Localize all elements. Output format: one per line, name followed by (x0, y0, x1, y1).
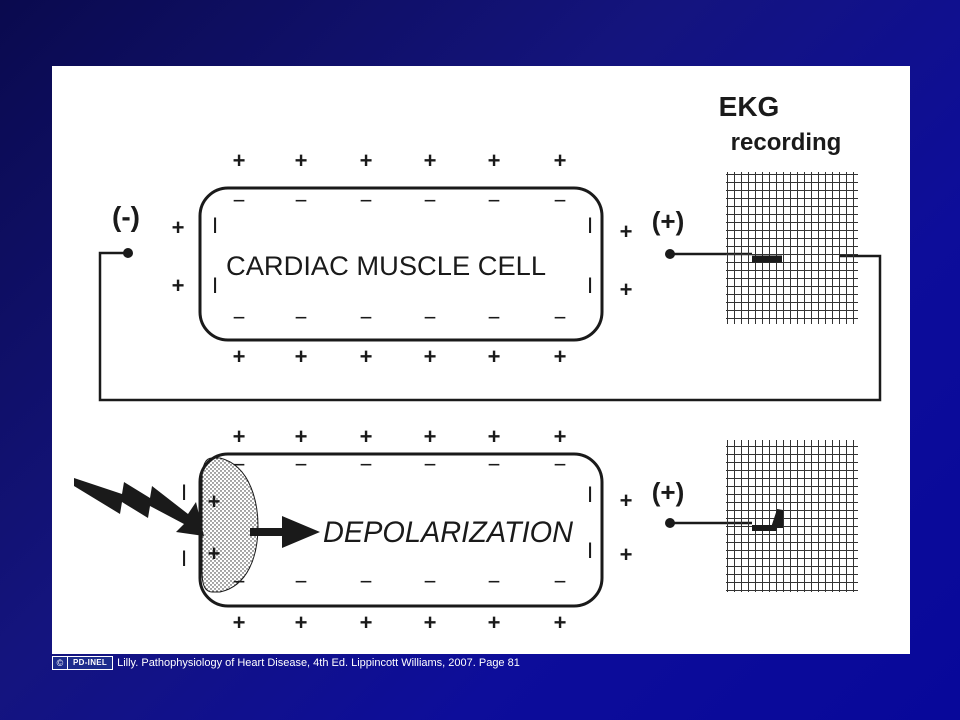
svg-text:+: + (620, 277, 633, 302)
svg-text:+: + (554, 148, 567, 173)
bottom-cell-inner-charges: − − − − − − − − − − − − I I I I (181, 452, 593, 594)
license-badge[interactable]: © PD-INEL (52, 656, 114, 670)
svg-text:+: + (424, 610, 437, 635)
svg-text:+: + (620, 219, 633, 244)
svg-text:I: I (212, 273, 218, 298)
svg-text:+: + (208, 489, 221, 514)
svg-text:−: − (488, 569, 501, 594)
negative-electrode (123, 248, 133, 258)
svg-text:+: + (424, 344, 437, 369)
svg-text:−: − (295, 188, 308, 213)
svg-text:+: + (554, 344, 567, 369)
svg-text:I: I (587, 482, 593, 507)
svg-text:+: + (554, 424, 567, 449)
svg-text:−: − (233, 188, 246, 213)
svg-text:+: + (295, 610, 308, 635)
svg-text:−: − (488, 305, 501, 330)
svg-text:−: − (554, 188, 567, 213)
svg-text:+: + (424, 148, 437, 173)
svg-text:−: − (360, 452, 373, 477)
svg-text:+: + (233, 610, 246, 635)
svg-text:−: − (424, 452, 437, 477)
svg-text:+: + (208, 541, 221, 566)
svg-text:I: I (587, 538, 593, 563)
svg-text:−: − (360, 305, 373, 330)
stimulus-lightning-icon (74, 478, 204, 536)
svg-text:+: + (233, 148, 246, 173)
positive-electrode-top (665, 249, 675, 259)
svg-text:−: − (233, 569, 246, 594)
svg-text:+: + (360, 344, 373, 369)
svg-text:−: − (360, 188, 373, 213)
svg-text:+: + (172, 215, 185, 240)
svg-text:−: − (488, 452, 501, 477)
svg-text:−: − (424, 188, 437, 213)
positive-electrode-bottom (665, 518, 675, 528)
svg-text:−: − (424, 305, 437, 330)
svg-text:+: + (233, 344, 246, 369)
svg-text:−: − (295, 305, 308, 330)
license-badge-text: PD-INEL (73, 658, 108, 667)
negative-electrode-label: (-) (112, 201, 140, 232)
source-citation: Lilly. Pathophysiology of Heart Disease,… (117, 657, 520, 669)
svg-text:+: + (554, 610, 567, 635)
depolarization-label: DEPOLARIZATION (323, 516, 573, 549)
svg-text:I: I (212, 213, 218, 238)
positive-electrode-label-bottom: (+) (652, 477, 685, 507)
svg-text:+: + (360, 610, 373, 635)
slide-footer: © PD-INEL Lilly. Pathophysiology of Hear… (52, 656, 520, 670)
svg-text:+: + (360, 148, 373, 173)
svg-text:+: + (172, 273, 185, 298)
ekg-trace-upstroke (752, 509, 783, 531)
bottom-cell-outer-charges: + + + + + + + + + + + + + + + + (208, 424, 633, 635)
svg-text:+: + (360, 424, 373, 449)
svg-text:−: − (295, 452, 308, 477)
ekg-title-line2: recording (731, 129, 842, 156)
svg-text:−: − (488, 188, 501, 213)
svg-text:−: − (554, 452, 567, 477)
svg-text:+: + (233, 424, 246, 449)
svg-text:+: + (295, 148, 308, 173)
svg-text:+: + (424, 424, 437, 449)
svg-text:−: − (554, 569, 567, 594)
svg-text:+: + (488, 344, 501, 369)
depolarized-region (201, 457, 259, 593)
ekg-title-line1: EKG (719, 91, 780, 122)
svg-text:−: − (360, 569, 373, 594)
svg-text:−: − (295, 569, 308, 594)
conduction-arrow (250, 516, 320, 548)
top-cell-inner-charges: − − − − − − − − − − − − I I I I (212, 188, 593, 330)
ekg-depolarization-figure: EKG recording (-) (+) (+) CARDIAC MUSCLE… (52, 66, 910, 654)
positive-electrode-label-top: (+) (652, 206, 685, 236)
svg-text:−: − (233, 305, 246, 330)
svg-text:−: − (424, 569, 437, 594)
svg-text:+: + (620, 488, 633, 513)
svg-text:I: I (181, 480, 187, 505)
cardiac-cell-resting (198, 186, 604, 342)
copyright-icon: © (53, 657, 68, 669)
ekg-grid-bottom (726, 440, 858, 592)
svg-text:I: I (181, 546, 187, 571)
svg-text:+: + (620, 542, 633, 567)
svg-text:+: + (295, 344, 308, 369)
svg-text:+: + (295, 424, 308, 449)
svg-text:I: I (587, 213, 593, 238)
svg-text:I: I (587, 273, 593, 298)
svg-text:+: + (488, 148, 501, 173)
ekg-grid-top (726, 172, 858, 324)
figure-drawing: EKG recording (-) (+) (+) CARDIAC MUSCLE… (74, 91, 882, 635)
svg-text:−: − (554, 305, 567, 330)
svg-text:+: + (488, 424, 501, 449)
svg-text:+: + (488, 610, 501, 635)
cardiac-cell-label: CARDIAC MUSCLE CELL (226, 251, 546, 281)
top-cell-outer-charges: + + + + + + + + + + + + + + + + (172, 148, 633, 369)
svg-text:−: − (233, 452, 246, 477)
